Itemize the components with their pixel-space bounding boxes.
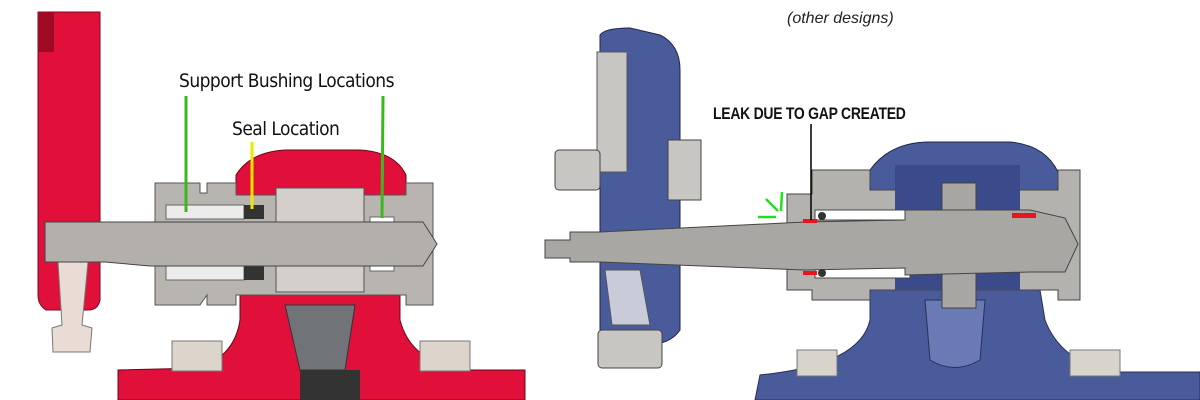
support-bushing-label: Support Bushing Locations xyxy=(179,70,395,92)
leak-marker-top xyxy=(803,219,817,223)
right-handle-tab xyxy=(604,269,651,326)
left-bonnet xyxy=(235,149,407,196)
left-bolt-2 xyxy=(419,340,471,372)
right-nut-right xyxy=(667,139,702,201)
support-callout-line-2 xyxy=(380,95,385,219)
right-handle-plate xyxy=(596,51,628,173)
left-seal-top xyxy=(244,205,264,219)
right-oring-top xyxy=(818,212,826,220)
left-bushing-1-top xyxy=(165,204,245,220)
right-stem-neck xyxy=(924,299,986,368)
right-stem xyxy=(544,209,1079,276)
left-stem xyxy=(44,221,438,267)
leak-burst-icon xyxy=(758,191,784,219)
leak-marker-right xyxy=(1012,213,1036,218)
right-valve xyxy=(544,27,1200,400)
right-gland-bottom xyxy=(941,269,977,309)
right-oring-bottom xyxy=(818,269,826,277)
leak-label: LEAK DUE TO GAP CREATED xyxy=(713,104,906,123)
left-bushing-1-bottom xyxy=(165,265,245,281)
right-bolt-2 xyxy=(796,349,838,377)
left-seal-bottom xyxy=(244,266,264,280)
leak-marker-bottom xyxy=(803,271,817,275)
right-bottom-nut xyxy=(597,329,663,369)
left-handle-edge xyxy=(38,12,54,52)
other-designs-caption: (other designs) xyxy=(787,10,894,27)
seal-location-label: Seal Location xyxy=(232,118,340,140)
right-bolt-1 xyxy=(1069,349,1121,377)
right-gap-top xyxy=(814,209,911,221)
left-stem-socket xyxy=(300,370,360,400)
left-hanger xyxy=(51,261,93,353)
left-bolt-1 xyxy=(171,340,223,372)
left-valve xyxy=(37,11,526,400)
right-nut-left xyxy=(554,149,601,191)
